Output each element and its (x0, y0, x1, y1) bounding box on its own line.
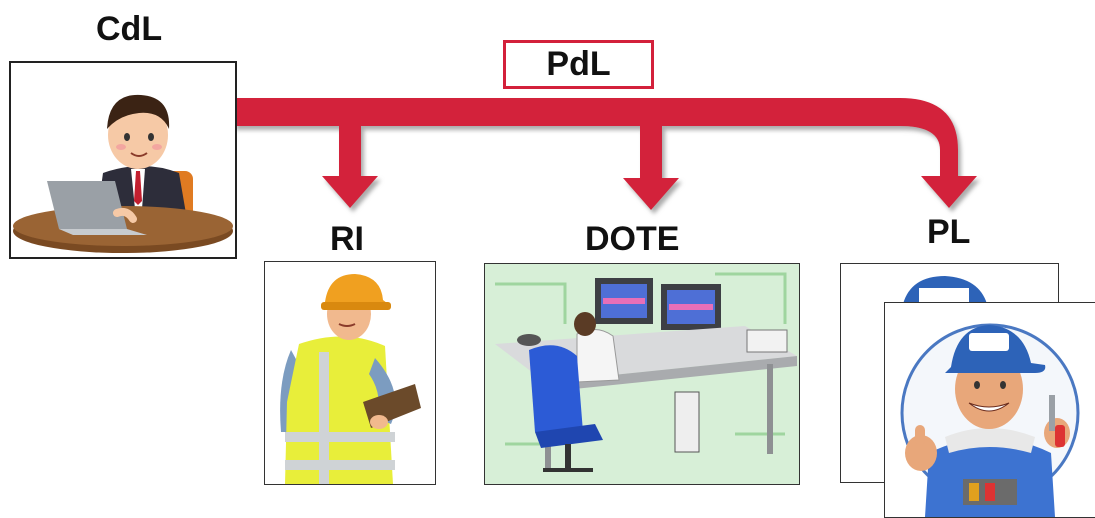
repairman-technician-icon (900, 323, 1080, 517)
dote-arrow-shaft (640, 120, 662, 180)
dote-label: DOTE (585, 220, 680, 258)
ri-frame (264, 261, 436, 485)
cdl-frame (9, 61, 237, 259)
repairman-back-icon (903, 276, 987, 304)
construction-inspector-icon (280, 274, 421, 484)
control-room-workstation-icon (485, 264, 799, 484)
manager-at-laptop-icon (13, 94, 233, 253)
ri-label: RI (330, 220, 364, 258)
cdl-label: CdL (96, 10, 163, 48)
pdl-box: PdL (503, 40, 654, 89)
pl-label: PL (927, 213, 971, 251)
pdl-flow-bar (233, 98, 958, 178)
ri-arrow-shaft (339, 120, 361, 178)
dote-arrow-head (623, 178, 679, 210)
ri-arrow-head (322, 176, 378, 208)
pl-front-frame (884, 302, 1095, 518)
dote-frame (484, 263, 800, 485)
pdl-label: PdL (546, 45, 611, 83)
pl-arrow-head (921, 176, 977, 208)
